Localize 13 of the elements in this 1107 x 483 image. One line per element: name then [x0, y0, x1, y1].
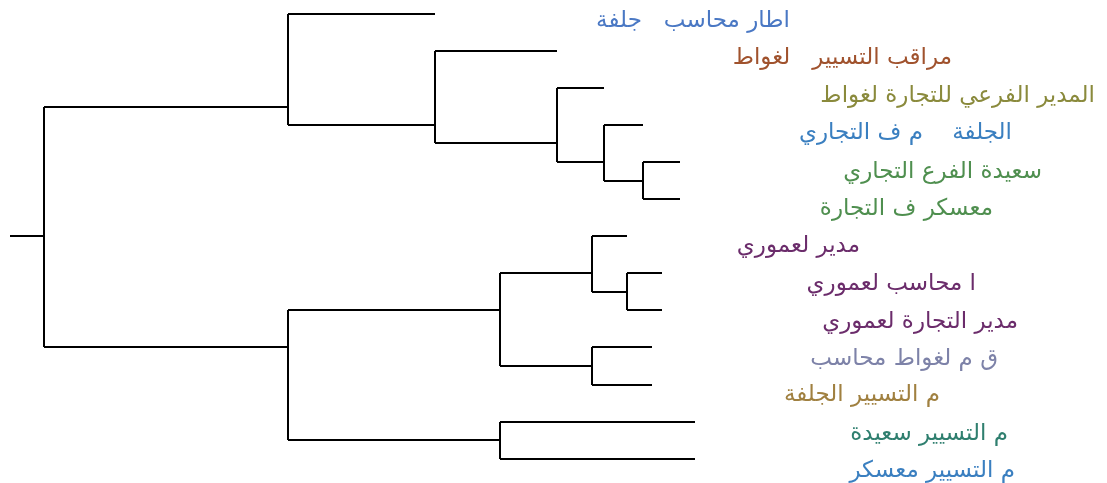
leaf-label: سعيدة الفرع التجاري — [843, 156, 1042, 184]
leaf-label: الجلفة م ف التجاري — [798, 117, 1012, 145]
leaf-label: مدير لعموري — [736, 230, 860, 258]
leaf-label: م التسيير الجلفة — [783, 379, 940, 407]
leaf-label: م التسيير معسكر — [849, 455, 1015, 483]
leaf-label: مراقب التسيير لغواط — [732, 42, 952, 70]
leaf-label: ا محاسب لعموري — [806, 268, 976, 296]
leaf-label: مدير التجارة لعموري — [822, 306, 1018, 334]
leaf-label: اطار محاسب جلفة — [596, 5, 790, 33]
leaf-label: معسكر ف التجارة — [819, 193, 993, 221]
leaf-label: المدير الفرعي للتجارة لغواط — [820, 80, 1095, 108]
leaf-label: م التسيير سعيدة — [850, 418, 1008, 446]
leaf-label: ق م لغواط محاسب — [810, 343, 998, 371]
